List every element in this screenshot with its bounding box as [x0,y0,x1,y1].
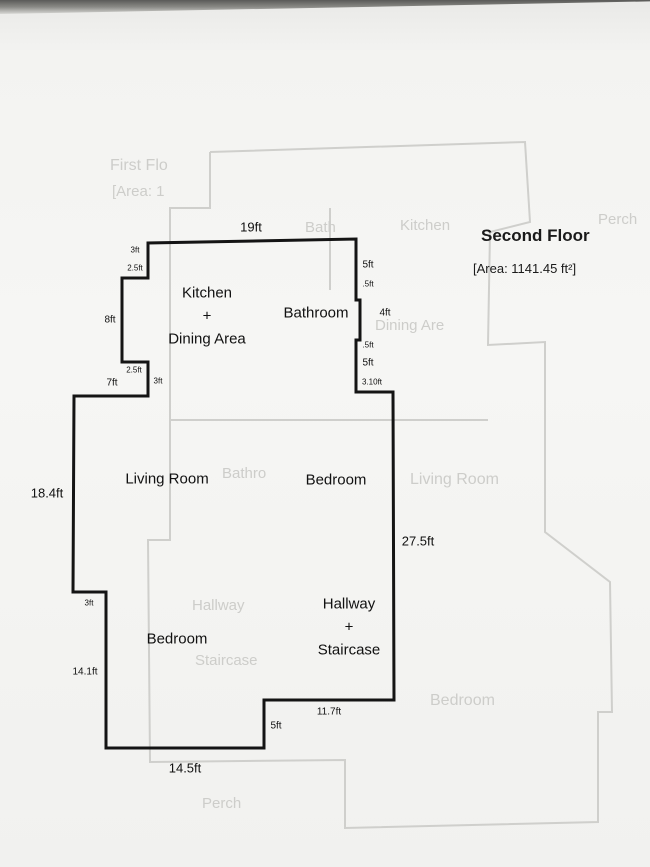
dim-bath-right-upper: 5ft [362,259,374,271]
room-living-room: Living Room [125,470,209,488]
dim-bath-right-notch-bottom: .5ft [362,340,374,350]
room-hallway-line1: Hallway [322,595,376,613]
room-hallway-line2: + [344,618,354,636]
dim-kitchen-left: 8ft [104,314,116,326]
dim-bath-right-notch-top: .5ft [362,279,374,289]
room-bathroom: Bathroom [283,304,349,322]
room-hallway-staircase: Hallway + Staircase [318,593,381,662]
dim-bottom-step: 5ft [270,720,282,732]
room-hallway-line3: Staircase [317,641,381,659]
room-bedroom-right: Bedroom [305,471,367,489]
ghost-perch-bottom-label: Perch [202,795,241,812]
room-kitchen-line2: + [202,307,212,325]
room-kitchen-line1: Kitchen [181,284,233,302]
dim-top: 19ft [240,219,262,235]
dim-left-step: 3ft [84,598,94,608]
room-kitchen-line3: Dining Area [168,330,246,348]
ghost-area-label: [Area: 1 [112,183,165,200]
dim-bottom: 14.5ft [168,760,202,776]
dim-left-lower: 14.1ft [72,666,98,678]
room-kitchen-dining: Kitchen + Dining Area [168,282,246,351]
ghost-first-floor-label: First Flo [110,157,168,174]
floor-outline [71,237,396,750]
dim-bottom-right: 11.7ft [316,706,342,718]
dim-kitchen-left-lower: 2.5ft [126,365,142,375]
dim-living-top-left: 7ft [106,377,118,389]
ghost-bedroom-label: Bedroom [430,692,495,709]
floor-title: Second Floor [481,226,590,245]
dim-bedroom-top-step: 3.10ft [361,377,383,387]
dim-left-upper: 18.4ft [30,485,64,501]
ghost-living-label: Living Room [410,471,499,488]
ghost-outline-top [146,140,614,830]
ghost-hallway-label: Hallway [192,597,245,614]
ghost-perch-top-label: Perch [598,211,637,228]
ghost-staircase-label: Staircase [195,652,258,669]
dim-kitchen-top-step: 3ft [130,245,140,255]
ghost-dining-label: Dining Are [375,317,444,334]
dim-bath-right-mid: 4ft [379,307,391,319]
dim-kitchen-left-upper: 2.5ft [127,263,143,273]
dim-living-top-step: 3ft [153,376,163,386]
ghost-bath-label: Bath [305,219,336,236]
floor-area: [Area: 1141.45 ft²] [473,261,577,276]
dim-bath-right-lower: 5ft [362,357,374,369]
dim-right: 27.5ft [401,533,435,549]
ghost-bath2-label: Bathro [222,465,266,482]
room-bedroom-bottom: Bedroom [146,630,208,648]
ghost-kitchen-label: Kitchen [400,217,450,234]
